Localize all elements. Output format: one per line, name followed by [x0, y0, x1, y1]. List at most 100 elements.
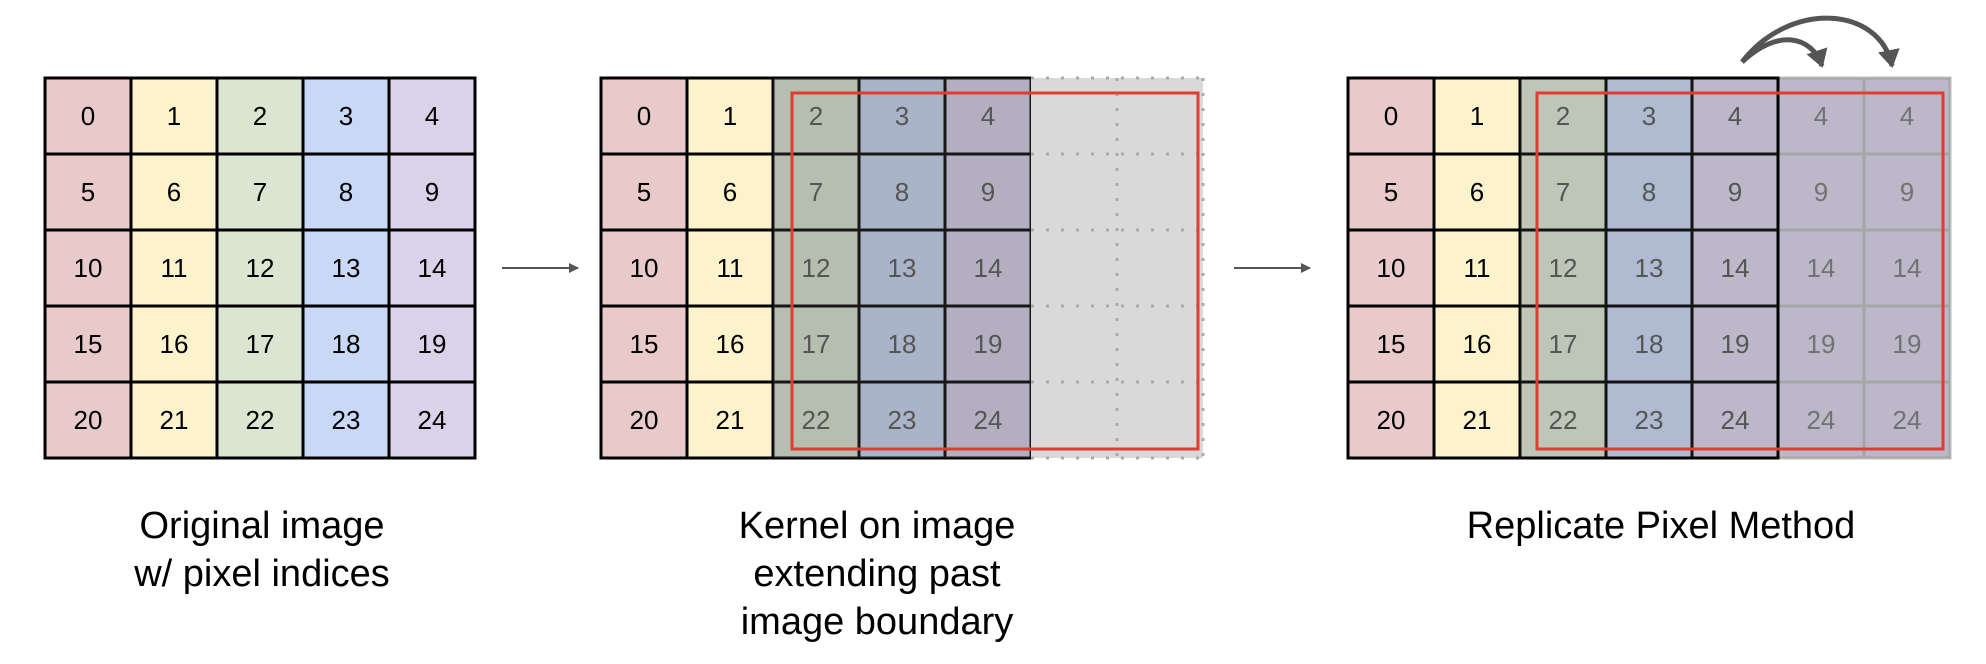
kernel-cell-label-4: 4: [981, 101, 995, 131]
original-cell-19: [387, 304, 477, 384]
replicate-cell-label-16: 16: [1463, 329, 1492, 359]
caption-kernel-line-1: Kernel on image: [739, 505, 1016, 547]
replicate-cell-label-8: 8: [1642, 177, 1656, 207]
original-cell-label-19: 19: [418, 329, 447, 359]
original-cell-label-7: 7: [253, 177, 267, 207]
replicate-cell-label-19: 19: [1721, 329, 1750, 359]
original-cell-label-9: 9: [425, 177, 439, 207]
replicated-cell-4: [1862, 76, 1952, 156]
replicate-cell-17: [1518, 304, 1608, 384]
kernel-cell-10: [599, 228, 689, 308]
original-cell-label-12: 12: [246, 253, 275, 283]
original-cell-label-11: 11: [161, 253, 188, 283]
original-cell-11: [129, 228, 219, 308]
kernel-cell-label-24: 24: [974, 405, 1003, 435]
original-cell-label-18: 18: [332, 329, 361, 359]
original-cell-label-21: 21: [160, 405, 189, 435]
original-cell-16: [129, 304, 219, 384]
replicate-cell-label-6: 6: [1470, 177, 1484, 207]
kernel-cell-label-2: 2: [809, 101, 823, 131]
replicate-cell-label-17: 17: [1549, 329, 1578, 359]
original-cell-label-15: 15: [74, 329, 103, 359]
kernel-cell-label-8: 8: [895, 177, 909, 207]
original-cell-label-22: 22: [246, 405, 275, 435]
caption-original-line-1: Original image: [140, 505, 385, 547]
kernel-cell-label-18: 18: [888, 329, 917, 359]
original-cell-21: [129, 380, 219, 460]
replicate-cell-label-24: 24: [1721, 405, 1750, 435]
kernel-window-outline: [790, 91, 1200, 451]
original-cell-label-16: 16: [160, 329, 189, 359]
kernel-cell-label-19: 19: [974, 329, 1003, 359]
kernel-cell-label-13: 13: [888, 253, 917, 283]
replicate-cell-label-9: 9: [1728, 177, 1742, 207]
replicate-cell-label-3: 3: [1642, 101, 1656, 131]
kernel-cell-11: [685, 228, 775, 308]
original-cell-label-10: 10: [74, 253, 103, 283]
replicate-cell-label-10: 10: [1377, 253, 1406, 283]
original-cell-label-5: 5: [81, 177, 95, 207]
replicated-cell-label-24: 24: [1807, 405, 1836, 435]
original-cell-15: [43, 304, 133, 384]
replicate-cell-6: [1432, 152, 1522, 232]
kernel-cell-7: [771, 152, 861, 232]
replicated-cell-label-9: 9: [1814, 177, 1828, 207]
replicate-cell-label-15: 15: [1377, 329, 1406, 359]
replicate-cell-label-5: 5: [1384, 177, 1398, 207]
kernel-cell-4: [943, 76, 1033, 156]
replicate-cell-3: [1604, 76, 1694, 156]
original-cell-label-13: 13: [332, 253, 361, 283]
original-cell-24: [387, 380, 477, 460]
replicate-cell-7: [1518, 152, 1608, 232]
original-cell-label-1: 1: [167, 101, 181, 131]
replicate-cell-label-23: 23: [1635, 405, 1664, 435]
replicate-cell-label-7: 7: [1556, 177, 1570, 207]
kernel-overlap-shade: [773, 78, 1031, 458]
kernel-cell-label-5: 5: [637, 177, 651, 207]
original-cell-18: [301, 304, 391, 384]
kernel-cell-19: [943, 304, 1033, 384]
kernel-cell-label-3: 3: [895, 101, 909, 131]
replicate-cell-label-0: 0: [1384, 101, 1398, 131]
original-cell-label-20: 20: [74, 405, 103, 435]
replicated-cell-label-19: 19: [1807, 329, 1836, 359]
original-cell-label-2: 2: [253, 101, 267, 131]
replicated-cell-label-14: 14: [1893, 253, 1922, 283]
kernel-cell-label-9: 9: [981, 177, 995, 207]
replicate-cell-label-1: 1: [1470, 101, 1484, 131]
kernel-cell-label-16: 16: [716, 329, 745, 359]
kernel-cell-label-14: 14: [974, 253, 1003, 283]
replicated-cell-label-4: 4: [1814, 101, 1828, 131]
kernel-cell-0: [599, 76, 689, 156]
original-cell-label-4: 4: [425, 101, 439, 131]
kernel-cell-8: [857, 152, 947, 232]
kernel-cell-24: [943, 380, 1033, 460]
original-cell-0: [43, 76, 133, 156]
kernel-cell-label-12: 12: [802, 253, 831, 283]
kernel-cell-label-1: 1: [723, 101, 737, 131]
original-cell-20: [43, 380, 133, 460]
original-cell-7: [215, 152, 305, 232]
kernel-padding-area: [1031, 78, 1203, 458]
kernel-cell-label-23: 23: [888, 405, 917, 435]
original-cell-9: [387, 152, 477, 232]
original-cell-5: [43, 152, 133, 232]
replicated-cell-24: [1862, 380, 1952, 460]
original-cell-label-0: 0: [81, 101, 95, 131]
replicate-cell-label-18: 18: [1635, 329, 1664, 359]
replicate-cell-label-14: 14: [1721, 253, 1750, 283]
kernel-cell-label-7: 7: [809, 177, 823, 207]
original-cell-label-24: 24: [418, 405, 447, 435]
replicate-cell-label-20: 20: [1377, 405, 1406, 435]
replicate-cell-label-4: 4: [1728, 101, 1742, 131]
caption-replicate-line-1: Replicate Pixel Method: [1467, 505, 1856, 547]
caption-original-line-2: w/ pixel indices: [133, 553, 390, 595]
replicated-cell-label-14: 14: [1807, 253, 1836, 283]
replicate-cell-label-12: 12: [1549, 253, 1578, 283]
original-cell-label-6: 6: [167, 177, 181, 207]
kernel-cell-label-22: 22: [802, 405, 831, 435]
replicate-cell-label-11: 11: [1464, 253, 1491, 283]
